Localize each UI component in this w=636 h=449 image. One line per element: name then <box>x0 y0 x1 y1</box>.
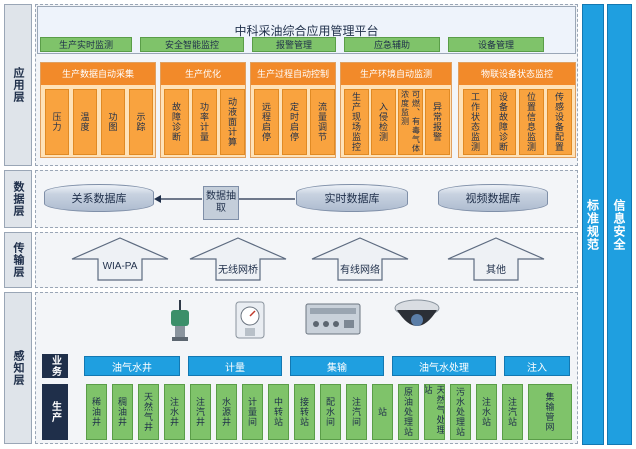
module-cell[interactable]: 入侵检测 <box>371 89 396 155</box>
production-tag: 生产 <box>42 384 68 440</box>
module-cell[interactable]: 可燃、有毒气体浓度监测 <box>398 89 423 155</box>
layer-label-application: 应用层 <box>4 4 32 166</box>
transport-arrow-wiapa: WIA-PA <box>70 237 170 281</box>
dome-camera-icon <box>392 298 442 343</box>
business-item-gathering[interactable]: 集输 <box>290 356 384 376</box>
production-item[interactable]: 中转站 <box>268 384 289 440</box>
layer-label-transport: 传输层 <box>4 232 32 288</box>
module-title: 生产优化 <box>161 63 245 85</box>
production-item[interactable]: 集输管网 <box>528 384 572 440</box>
production-item[interactable]: 原油处理站 <box>398 384 419 440</box>
production-item[interactable]: 注水站 <box>476 384 497 440</box>
transport-arrow-other: 其他 <box>446 237 546 281</box>
module-device-status: 物联设备状态监控 工作状态监测 设备故障诊断 位置信息监测 传感设备配置 <box>458 62 576 158</box>
transport-arrow-wireless-bridge: 无线网桥 <box>188 237 288 281</box>
module-environment-monitoring: 生产环境自动监测 生产现场监控 入侵检测 可燃、有毒气体浓度监测 异常报警 <box>340 62 452 158</box>
production-item[interactable]: 稀油井 <box>86 384 107 440</box>
rtu-controller-icon <box>304 298 362 343</box>
security-pillar: 信息安全 <box>607 4 632 445</box>
tab-device-management[interactable]: 设备管理 <box>448 37 544 52</box>
video-database[interactable]: 视频数据库 <box>438 184 548 212</box>
module-cell[interactable]: 示踪 <box>129 89 153 155</box>
production-item[interactable]: 注水井 <box>164 384 185 440</box>
wireless-sensor-icon <box>165 298 195 347</box>
module-cell[interactable]: 位置信息监测 <box>519 89 544 155</box>
module-title: 生产数据自动采集 <box>41 63 155 85</box>
production-item[interactable]: 注汽间 <box>346 384 367 440</box>
platform-title: 中科采油综合应用管理平台 <box>234 24 379 38</box>
security-label: 信息安全 <box>612 198 626 251</box>
module-cell[interactable]: 定时启停 <box>282 89 307 155</box>
module-title: 生产环境自动监测 <box>341 63 451 85</box>
module-cell[interactable]: 故障诊断 <box>164 89 189 155</box>
business-item-wells[interactable]: 油气水井 <box>84 356 180 376</box>
layer-label-data: 数据层 <box>4 170 32 228</box>
module-cell[interactable]: 传感设备配置 <box>547 89 572 155</box>
standards-pillar: 标准规范 <box>582 4 604 445</box>
production-item[interactable]: 计量间 <box>242 384 263 440</box>
production-item[interactable]: 接转站 <box>294 384 315 440</box>
pressure-gauge-icon <box>233 298 267 347</box>
module-data-collection: 生产数据自动采集 压力 温度 功图 示踪 <box>40 62 156 158</box>
module-cell[interactable]: 远程启停 <box>254 89 279 155</box>
tab-production-monitoring[interactable]: 生产实时监测 <box>40 37 132 52</box>
module-production-optimization: 生产优化 故障诊断 功率计量 动液面计算 <box>160 62 246 158</box>
production-item[interactable]: 天然气井 <box>138 384 159 440</box>
business-item-treatment[interactable]: 油气水处理 <box>392 356 496 376</box>
production-item[interactable]: 污水处理站 <box>450 384 471 440</box>
module-process-control: 生产过程自动控制 远程启停 定时启停 流量调节 <box>250 62 336 158</box>
module-cell[interactable]: 生产现场监控 <box>344 89 369 155</box>
production-item[interactable]: 稠油井 <box>112 384 133 440</box>
production-item[interactable]: 水源井 <box>216 384 237 440</box>
standards-label: 标准规范 <box>585 198 600 251</box>
relational-database[interactable]: 关系数据库 <box>44 184 154 212</box>
module-cell[interactable]: 异常报警 <box>425 89 450 155</box>
tab-alarm-management[interactable]: 报警管理 <box>252 37 336 52</box>
extract-arrow-left <box>154 195 202 203</box>
module-cell[interactable]: 温度 <box>73 89 97 155</box>
module-cell[interactable]: 功率计量 <box>192 89 217 155</box>
module-cell[interactable]: 工作状态监测 <box>463 89 488 155</box>
production-item[interactable]: 站 <box>372 384 393 440</box>
business-tag: 业务 <box>42 354 68 378</box>
module-cell[interactable]: 压力 <box>45 89 69 155</box>
production-item[interactable]: 注汽井 <box>190 384 211 440</box>
layer-label-perception: 感知层 <box>4 292 32 444</box>
module-title: 生产过程自动控制 <box>251 63 335 85</box>
module-cell[interactable]: 功图 <box>101 89 125 155</box>
business-item-metering[interactable]: 计量 <box>188 356 282 376</box>
production-item[interactable]: 天然气处理站 <box>424 384 445 440</box>
module-title: 物联设备状态监控 <box>459 63 575 85</box>
extract-connector <box>239 198 295 200</box>
business-item-injection[interactable]: 注入 <box>504 356 570 376</box>
tab-emergency-assist[interactable]: 应急辅助 <box>344 37 440 52</box>
production-item[interactable]: 配水间 <box>320 384 341 440</box>
data-extract-box[interactable]: 数据抽取 <box>203 186 239 220</box>
module-cell[interactable]: 动液面计算 <box>220 89 245 155</box>
production-item[interactable]: 注汽站 <box>502 384 523 440</box>
realtime-database[interactable]: 实时数据库 <box>296 184 408 212</box>
module-cell[interactable]: 流量调节 <box>310 89 335 155</box>
tab-safety-monitoring[interactable]: 安全智能监控 <box>140 37 244 52</box>
module-cell[interactable]: 设备故障诊断 <box>491 89 516 155</box>
transport-arrow-wired-network: 有线网络 <box>310 237 410 281</box>
